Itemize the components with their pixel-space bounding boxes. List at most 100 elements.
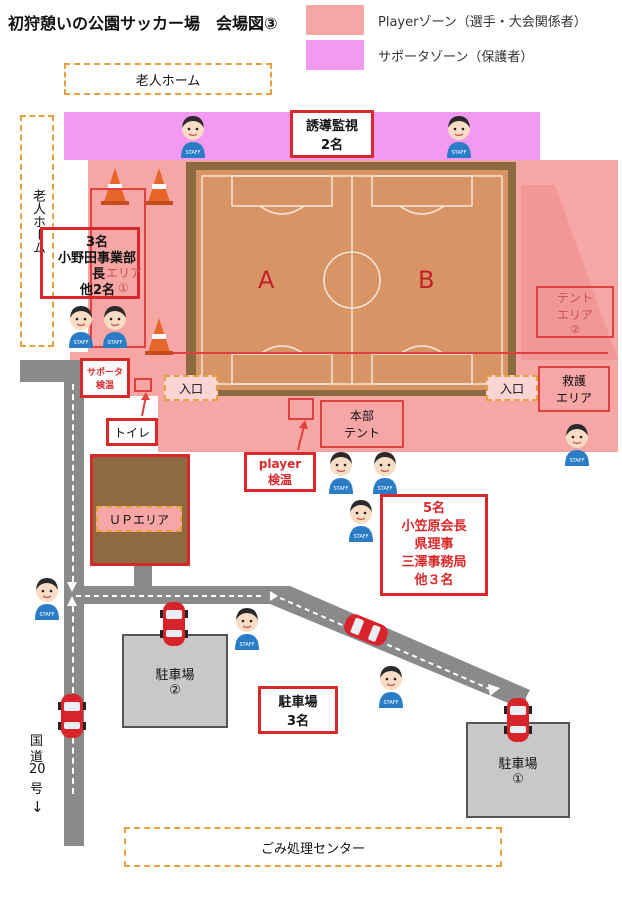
toilet-marker xyxy=(134,378,152,392)
rescue-area-line-1: 救護 xyxy=(561,374,586,388)
staff-badge-label: STAFF xyxy=(451,150,466,156)
staff-badge-label: STAFF xyxy=(107,340,122,346)
up-area-label: ＵＰエリア xyxy=(108,512,169,527)
parking-lot-2-line-2: ② xyxy=(169,683,181,698)
parking-staff-box: 駐車場 3名 xyxy=(258,686,338,734)
staff-person-icon: STAFF xyxy=(373,452,397,494)
staff-badge-label: STAFF xyxy=(239,642,254,648)
route20-arrow: ↓ xyxy=(31,798,44,816)
staff-badge-label: STAFF xyxy=(353,534,368,540)
field-b-label: B xyxy=(418,266,435,294)
tent-area-2-line-2: エリア xyxy=(556,307,593,322)
up-area-connector xyxy=(134,566,152,588)
staff-person-icon: STAFF xyxy=(35,578,59,620)
legend-supporter-swatch xyxy=(306,40,364,70)
route20-line-1: 国 xyxy=(30,734,44,749)
onoda-line-3: 長 xyxy=(92,267,106,282)
staff-person-icon: STAFF xyxy=(349,500,373,542)
entrance-left-label: 入口 xyxy=(178,381,203,396)
parking-lot-1-line-1: 駐車場 xyxy=(498,757,538,772)
map-title: 初狩憩いの公園サッカー場 会場図③ xyxy=(8,14,278,33)
onoda-line-1: 3名 xyxy=(86,235,109,250)
elderly-home-top-label: 老人ホーム xyxy=(135,73,201,89)
staff-person-icon: STAFF xyxy=(181,116,205,158)
toilet-arrow-icon xyxy=(141,392,150,417)
hq-tent-line-2: テント xyxy=(343,426,380,440)
guidance-watch-line-1: 誘導監視 xyxy=(305,119,358,134)
player-zone-outline xyxy=(158,352,608,354)
parking-staff-line-2: 3名 xyxy=(286,714,310,729)
supporter-temp-box: サポータ 検温 xyxy=(80,358,130,398)
player-temp-line-1: player xyxy=(258,456,302,471)
onoda-area-number: ① xyxy=(118,281,129,295)
staff-badge-label: STAFF xyxy=(185,150,200,156)
tent-area-2-line-3: ② xyxy=(570,322,580,336)
ogasawara-box: 5名 小笠原会長 県理事 三澤事務局 他３名 xyxy=(380,494,488,596)
ogasawara-line-2: 小笠原会長 xyxy=(401,519,467,534)
parking-lot-2-line-1: 駐車場 xyxy=(155,668,195,683)
player-temp-marker xyxy=(288,398,314,420)
staff-person-icon: STAFF xyxy=(235,608,259,650)
staff-badge-label: STAFF xyxy=(569,458,584,464)
staff-badge-label: STAFF xyxy=(73,340,88,346)
left-road-top xyxy=(20,360,84,382)
staff-badge-label: STAFF xyxy=(39,612,54,618)
staff-person-icon: STAFF xyxy=(379,666,403,708)
entrance-left: 入口 xyxy=(164,375,218,401)
toilet-box: トイレ xyxy=(106,418,158,446)
route20-line-3: 20 xyxy=(29,762,46,777)
parking-lot-2: 駐車場 ② xyxy=(122,634,228,728)
tent-area-2-wedge xyxy=(521,185,618,360)
staff-person-icon: STAFF xyxy=(329,452,353,494)
toilet-label: トイレ xyxy=(113,425,150,440)
onoda-line-4: 他2名 xyxy=(80,283,116,298)
ogasawara-line-5: 他３名 xyxy=(414,573,454,588)
route20-line-4: 号 xyxy=(30,782,44,797)
traffic-cone-icon xyxy=(101,168,129,205)
tent-area-2-line-1: テント xyxy=(556,290,593,305)
hq-tent-box: 本部 テント xyxy=(320,400,404,448)
field-a-label: A xyxy=(258,266,275,294)
field-lines xyxy=(201,175,503,385)
supporter-temp-line-1: サポータ xyxy=(86,368,123,378)
entrance-right-label: 入口 xyxy=(499,381,524,396)
legend-player-label: Playerゾーン（選手・大会関係者） xyxy=(378,15,587,30)
parking-staff-line-1: 駐車場 xyxy=(278,695,318,710)
onoda-area-label: エリア xyxy=(106,266,143,280)
garbage-center: ごみ処理センター xyxy=(124,827,502,867)
entrance-right: 入口 xyxy=(486,375,538,401)
guidance-watch-box: 誘導監視 2名 xyxy=(290,110,374,158)
onoda-box xyxy=(40,227,140,299)
car-icon xyxy=(504,698,532,742)
onoda-line-2: 小野田事業部 xyxy=(58,251,137,266)
staff-person-icon: STAFF xyxy=(103,306,127,348)
tent-area-2-box: テント エリア ② xyxy=(536,286,614,338)
rescue-area-line-2: エリア xyxy=(555,391,592,405)
staff-badge-label: STAFF xyxy=(383,700,398,706)
garbage-center-label: ごみ処理センター xyxy=(260,841,365,857)
staff-badge-label: STAFF xyxy=(377,486,392,492)
ogasawara-line-1: 5名 xyxy=(422,501,446,516)
legend-supporter-label: サポータゾーン（保護者） xyxy=(378,50,534,65)
staff-person-icon: STAFF xyxy=(447,116,471,158)
ogasawara-line-3: 県理事 xyxy=(414,537,454,552)
player-temp-line-2: 検温 xyxy=(267,472,292,487)
rescue-area-box: 救護 エリア xyxy=(538,366,610,412)
car-icon xyxy=(160,602,188,646)
ogasawara-line-4: 三澤事務局 xyxy=(401,555,467,570)
staff-person-icon: STAFF xyxy=(565,424,589,466)
player-temp-arrow-icon xyxy=(297,420,308,451)
car-icon xyxy=(58,694,86,738)
car-icon xyxy=(344,614,388,646)
player-temp-box: player 検温 xyxy=(244,452,316,492)
hq-tent-line-1: 本部 xyxy=(349,409,374,423)
parking-lot-1-line-2: ① xyxy=(512,772,524,787)
traffic-cone-icon xyxy=(145,168,173,205)
up-area-label-box: ＵＰエリア xyxy=(96,506,182,532)
supporter-temp-line-2: 検温 xyxy=(95,381,114,391)
elderly-home-top: 老人ホーム xyxy=(64,63,272,95)
traffic-cone-icon xyxy=(145,318,173,355)
guidance-watch-line-2: 2名 xyxy=(320,138,344,153)
staff-badge-label: STAFF xyxy=(333,486,348,492)
